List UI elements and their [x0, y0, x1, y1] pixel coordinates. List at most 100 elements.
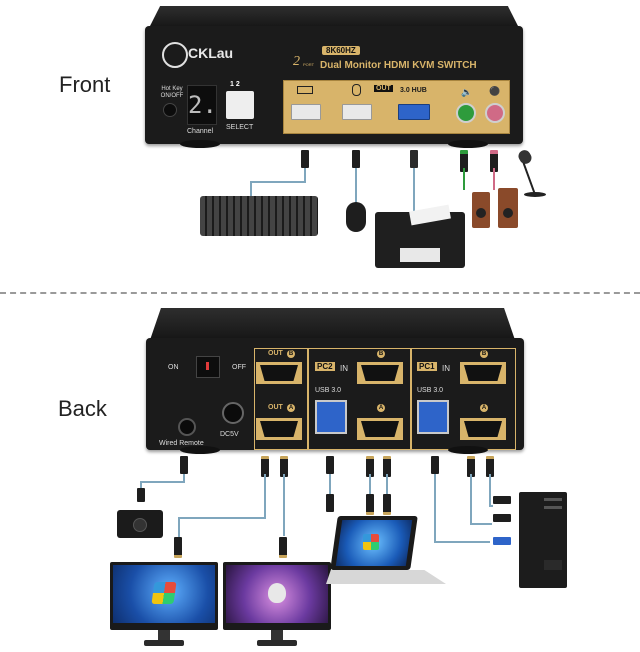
microphone-stand [523, 163, 536, 194]
pc1-b-letter: B [480, 350, 488, 358]
cable [386, 474, 388, 494]
device-foot [448, 446, 488, 454]
hdmi-pc1-a-port[interactable] [464, 421, 502, 437]
cable [369, 474, 371, 494]
speaker-port-icon: 🔈 [461, 87, 472, 98]
cable [463, 168, 465, 190]
channel-display: 2. [187, 85, 217, 125]
monitor-hdmi-plug [279, 537, 287, 558]
device-foot [180, 446, 220, 454]
select-numbers: 1 2 [230, 81, 240, 88]
pc1-usb3-port[interactable] [417, 400, 449, 434]
cable [355, 168, 357, 204]
port-word: PORT [303, 62, 314, 67]
monitor-base [144, 640, 184, 646]
pc2-a-letter: A [377, 404, 385, 412]
cable [264, 474, 266, 518]
pc1-in-label: IN [442, 364, 450, 373]
dc-power-port[interactable] [222, 402, 244, 424]
hdmi-pc2-a-port[interactable] [361, 421, 399, 437]
pc2-usb-label: USB 3.0 [315, 387, 341, 394]
laptop-usb-plug [326, 494, 334, 512]
hotkey-label: Hot Key ON/OFF [157, 86, 187, 100]
monitor-stand [158, 630, 170, 640]
back-device-top [150, 308, 515, 340]
brand-name: CKLau [188, 45, 233, 61]
cable [304, 168, 306, 182]
cable [178, 517, 180, 539]
cable [329, 474, 331, 494]
printer-paper-out [400, 248, 440, 262]
select-button[interactable] [226, 91, 254, 119]
wired-remote-port[interactable] [178, 418, 196, 436]
pc2-usb3-port[interactable] [315, 400, 347, 434]
port-count: 2 [293, 54, 300, 70]
speaker-cone [503, 208, 513, 218]
cable [493, 168, 495, 190]
out-b-letter: B [287, 350, 295, 358]
pc1-label: PC1 [417, 362, 437, 371]
channel-label: Channel [187, 128, 213, 135]
hotkey-button[interactable] [163, 103, 177, 117]
product-title: Dual Monitor HDMI KVM SWITCH [320, 60, 477, 71]
usb-plug [326, 456, 334, 474]
resolution-badge: 8K60HZ [322, 46, 360, 55]
audio-out-jack[interactable] [456, 103, 476, 123]
cable [250, 181, 252, 197]
usb-plug [431, 456, 439, 474]
brand-logo [162, 42, 188, 68]
keyboard-plug [301, 150, 309, 168]
usb-mouse-port[interactable] [342, 104, 372, 120]
mouse-port-icon [352, 84, 361, 96]
monitor-base [257, 640, 297, 646]
out-a-label: OUT [268, 404, 283, 411]
desktop-usb-plug [493, 537, 511, 545]
dc-label: DC5V [220, 431, 239, 438]
hdmi-out-b-port[interactable] [260, 365, 298, 381]
tower-slot [544, 498, 562, 501]
out-label: OUT [374, 85, 393, 92]
back-label: Back [58, 396, 107, 422]
device-foot [448, 140, 488, 148]
usb3-hub-port[interactable] [398, 104, 430, 120]
desktop-hdmi-plug [493, 514, 511, 522]
speaker-cone [476, 208, 486, 218]
off-label: OFF [232, 364, 246, 371]
pc1-usb-label: USB 3.0 [417, 387, 443, 394]
select-label: SELECT [226, 124, 253, 131]
remote-plug [180, 456, 188, 474]
device-foot [180, 140, 220, 148]
hub-label: 3.0 HUB [400, 87, 427, 94]
pc1-a-letter: A [480, 404, 488, 412]
apple-logo [268, 583, 286, 603]
on-label: ON [168, 364, 179, 371]
pc2-b-letter: B [377, 350, 385, 358]
out-b-label: OUT [268, 350, 283, 357]
tower-vent [544, 560, 562, 570]
cable [283, 474, 285, 536]
cable [434, 474, 436, 542]
printer-plug [410, 150, 418, 168]
cable [470, 474, 472, 524]
mic-in-jack[interactable] [485, 103, 505, 123]
section-divider [0, 292, 640, 294]
front-label: Front [59, 72, 110, 98]
windows-logo [363, 534, 379, 550]
hdmi-pc2-b-port[interactable] [361, 365, 399, 381]
cable [489, 505, 493, 507]
tower-slot [544, 506, 562, 509]
usb-keyboard-port[interactable] [291, 104, 321, 120]
cable [434, 541, 490, 543]
pc2-label: PC2 [315, 362, 335, 371]
remote-cable-plug [137, 488, 145, 502]
laptop-hdmi-plug [383, 494, 391, 515]
desktop-hdmi-plug [493, 496, 511, 504]
hdmi-out-a-port[interactable] [260, 421, 298, 437]
cable [250, 181, 306, 183]
hdmi-pc1-b-port[interactable] [464, 365, 502, 381]
cable [489, 474, 491, 506]
windows-logo [151, 582, 176, 604]
pc2-in-label: IN [340, 364, 348, 373]
mouse-icon [346, 202, 366, 232]
laptop-hdmi-plug [366, 494, 374, 515]
